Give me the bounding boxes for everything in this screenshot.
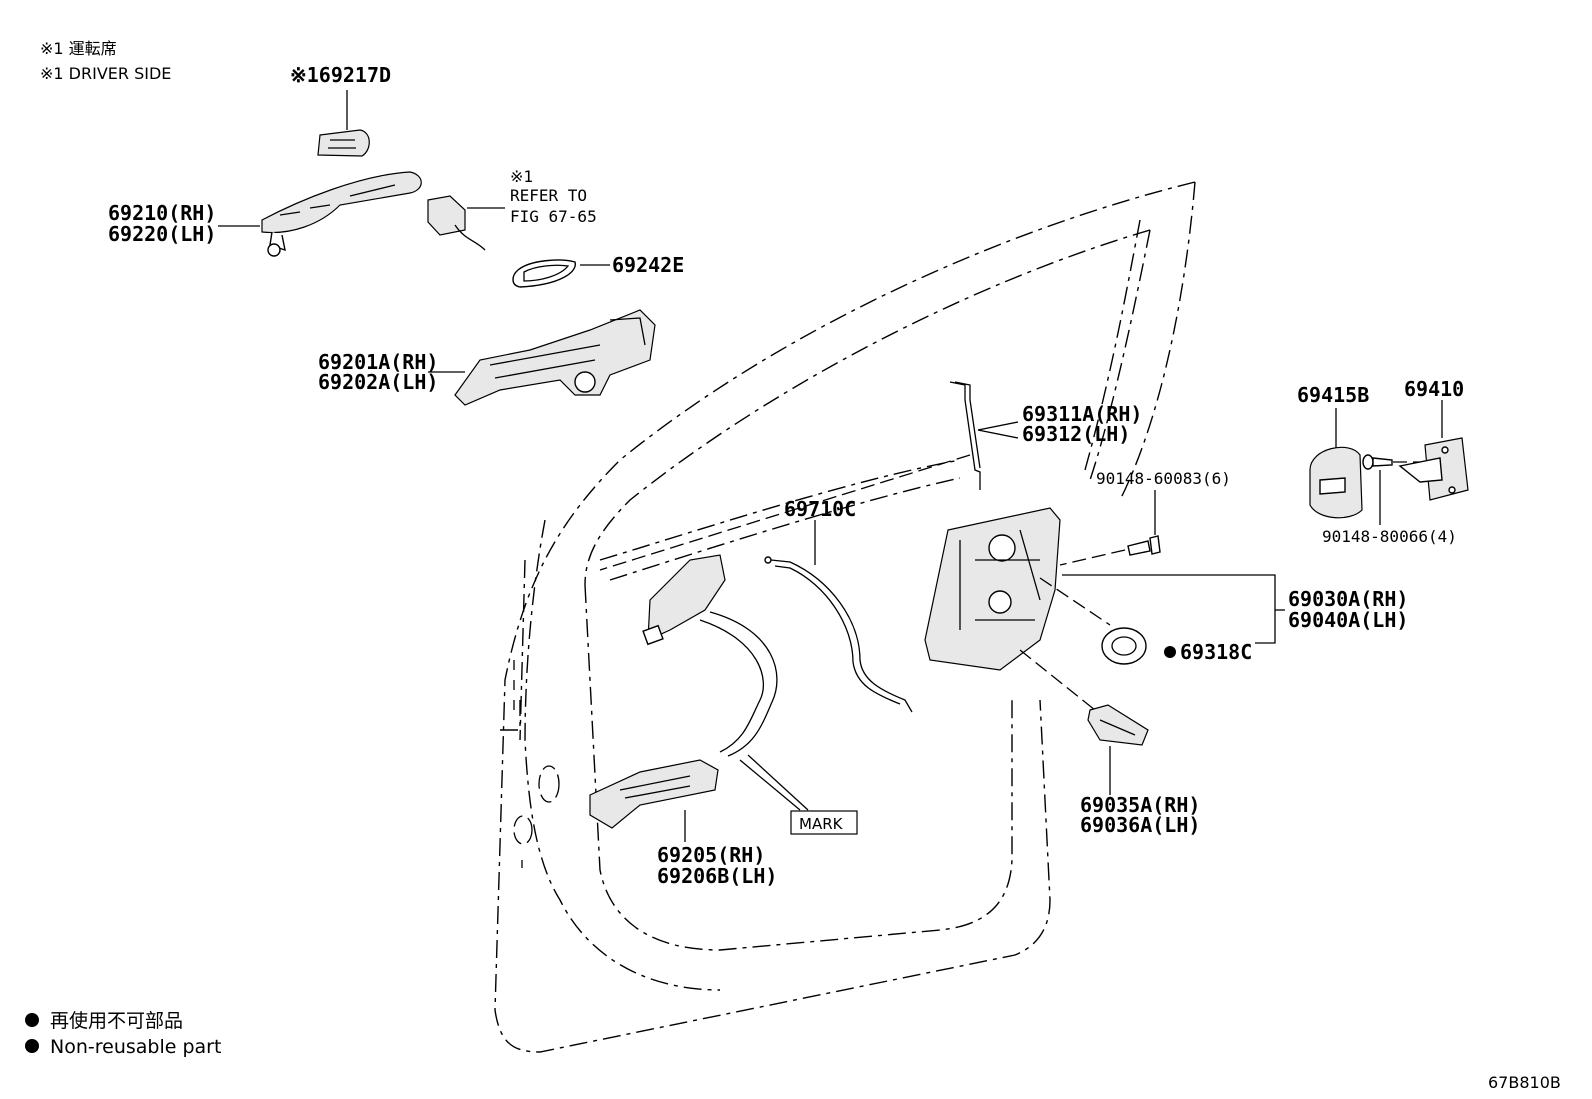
label-69035A: 69035A(RH) (1080, 793, 1200, 817)
label-69312: 69312(LH) (1022, 422, 1130, 446)
part-69201A-frame (428, 309, 656, 406)
note-driver-en: ※1 DRIVER SIDE (40, 64, 171, 83)
mark-box (790, 810, 858, 835)
label-69415B: 69415B (1297, 383, 1369, 407)
label-90148-80066: 90148-80066(4) (1322, 527, 1457, 546)
label-69206B: 69206B(LH) (657, 864, 777, 888)
part-90148-80066-screw (1362, 454, 1420, 525)
note-driver-jp: ※1 運転席 (40, 39, 117, 58)
part-69217D (317, 90, 370, 157)
label-69220: 69220(LH) (108, 222, 216, 246)
label-69030A: 69030A(RH) (1288, 587, 1408, 611)
legend-dot-en (25, 1039, 39, 1053)
label-69318C: 69318C (1180, 640, 1252, 664)
label-69201A: 69201A(RH) (318, 350, 438, 374)
part-69205-inside-handle (589, 554, 809, 842)
label-69040A: 69040A(LH) (1288, 608, 1408, 632)
label-69311A: 69311A(RH) (1022, 402, 1142, 426)
part-69030A-lock-assembly (924, 507, 1285, 711)
label-mark: MARK (799, 815, 844, 833)
legend-dot-jp (25, 1013, 39, 1027)
figure-id: 67B810B (1488, 1073, 1561, 1092)
part-69311A-rod (599, 381, 1019, 571)
part-69415B-cover (1309, 408, 1363, 519)
non-reusable-dot (1164, 646, 1176, 658)
label-69210: 69210(RH) (108, 201, 216, 225)
legend-en: Non-reusable part (50, 1036, 221, 1058)
part-69242E (512, 259, 610, 288)
label-69205: 69205(RH) (657, 843, 765, 867)
label-refer-fig: FIG 67-65 (510, 207, 597, 226)
label-69710C: 69710C (784, 497, 856, 521)
label-69036A: 69036A(LH) (1080, 813, 1200, 837)
label-refer-to: REFER TO (510, 186, 587, 205)
part-lock-cylinder (427, 195, 505, 251)
part-69410-striker (1398, 400, 1469, 501)
part-69035A-cover (1087, 704, 1149, 795)
label-90148-60083: 90148-60083(6) (1096, 469, 1231, 488)
legend-jp: 再使用不可部品 (50, 1010, 183, 1032)
door-outline (494, 181, 1196, 1053)
label-69410: 69410 (1404, 377, 1464, 401)
label-69217D: ※169217D (290, 63, 391, 87)
label-69202A: 69202A(LH) (318, 370, 438, 394)
part-69710C-cable (764, 520, 913, 713)
part-69210-outside-handle (218, 171, 422, 257)
part-90148-60083-bolt (1059, 490, 1161, 566)
part-69318C-washer (1101, 627, 1176, 665)
label-69242E: 69242E (612, 253, 684, 277)
label-refer-star: ※1 (510, 167, 533, 186)
